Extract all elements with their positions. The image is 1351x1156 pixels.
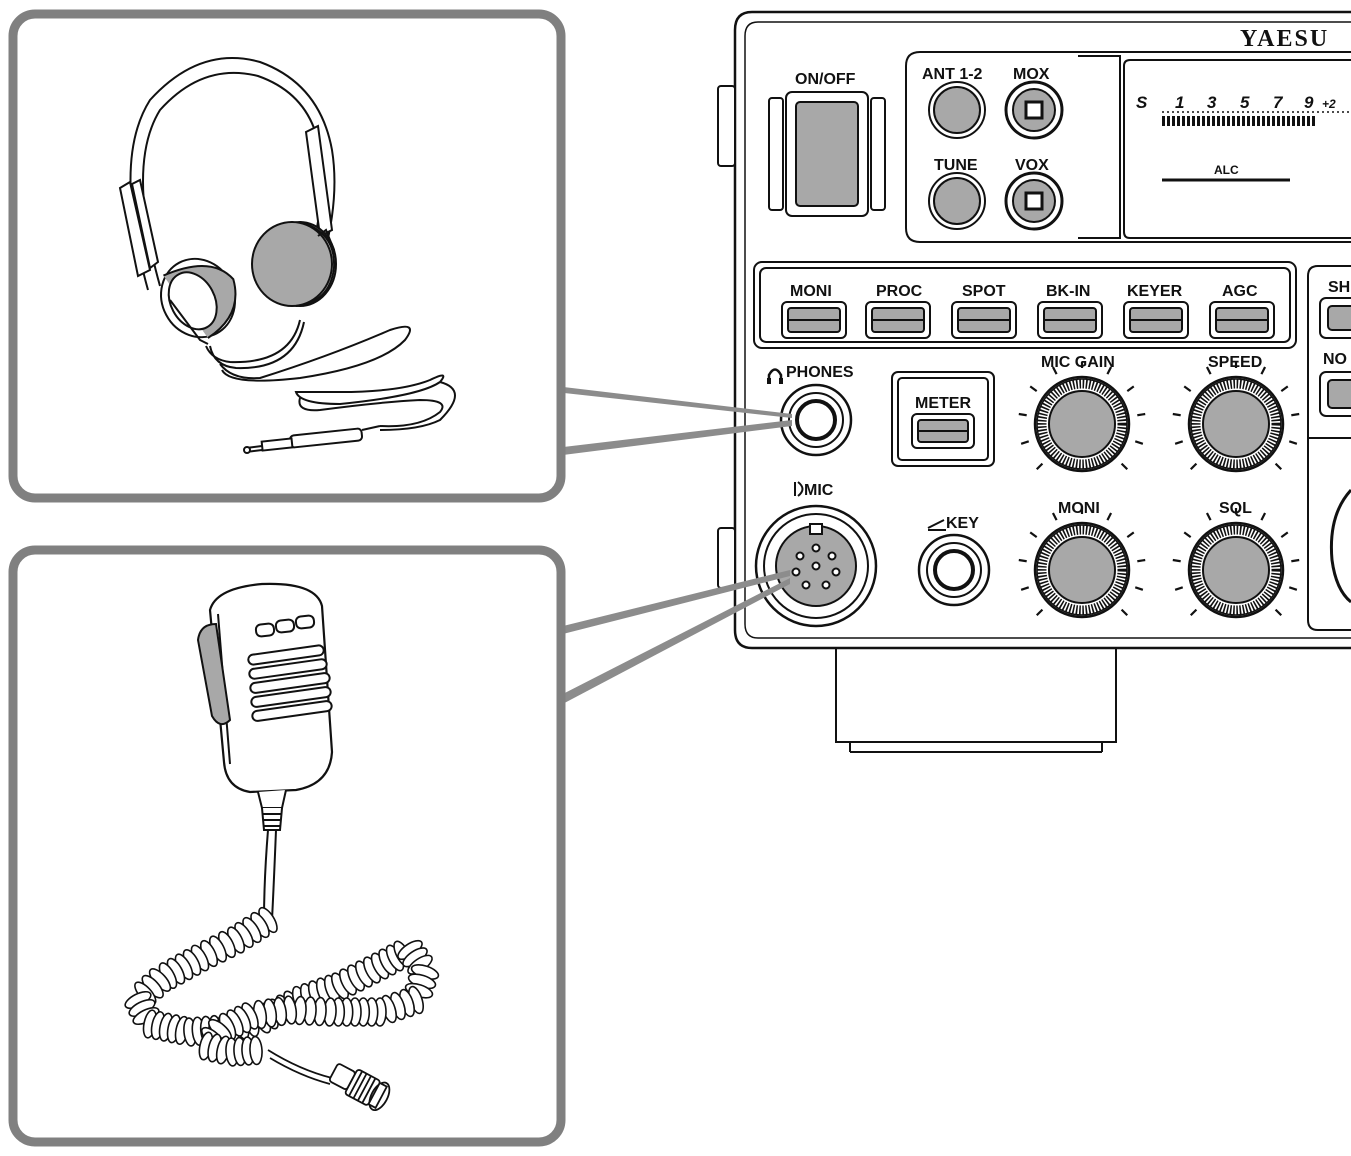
right-side-column	[1307, 265, 1351, 631]
mox-label: MOX	[1013, 66, 1050, 83]
power-label: ON/OFF	[795, 71, 856, 88]
knob-group	[1018, 362, 1300, 619]
agc-button[interactable]	[1209, 301, 1275, 339]
moni-knob-label: MONI	[1058, 500, 1100, 517]
tune-label: TUNE	[934, 157, 978, 174]
vox-button[interactable]	[1004, 171, 1064, 231]
leader-lines	[555, 386, 792, 708]
mox-button[interactable]	[1004, 80, 1064, 140]
mic-gain-knob[interactable]	[1018, 362, 1146, 473]
scale-1: 1	[1175, 93, 1184, 112]
meter-button-label: METER	[915, 395, 971, 412]
agc-label: AGC	[1222, 283, 1258, 300]
brand-logo: YAESU	[1240, 26, 1329, 52]
mic-gain-label: MIC GAIN	[1041, 354, 1115, 371]
tune-button[interactable]	[928, 172, 986, 230]
phones-leader-top	[555, 386, 792, 418]
meter-button[interactable]	[891, 371, 995, 467]
key-label: KEY	[946, 515, 979, 532]
radio-foot	[835, 647, 1117, 743]
keyer-button[interactable]	[1123, 301, 1189, 339]
spot-button[interactable]	[951, 301, 1017, 339]
proc-button[interactable]	[865, 301, 931, 339]
sh-label: SH	[1328, 279, 1350, 296]
s-meter-segments	[1162, 111, 1351, 126]
coiled-cord	[124, 906, 440, 1067]
mic-leader-top	[555, 570, 790, 636]
phones-label: PHONES	[786, 364, 854, 381]
no-button[interactable]	[1319, 371, 1351, 417]
bkin-button[interactable]	[1037, 301, 1103, 339]
ant-button[interactable]	[928, 81, 986, 139]
mic-label-group: MIC	[794, 481, 834, 499]
scale-plus: +2	[1322, 97, 1336, 111]
phones-label-group: PHONES	[767, 364, 854, 384]
scale-7: 7	[1273, 93, 1284, 112]
keyer-label: KEYER	[1127, 283, 1183, 300]
scale-3: 3	[1207, 93, 1217, 112]
bkin-label: BK-IN	[1046, 283, 1090, 300]
mic-plug-icon	[267, 1049, 391, 1111]
hand-microphone-icon	[196, 582, 334, 921]
alc-label: ALC	[1214, 163, 1239, 177]
s-meter-label: S	[1136, 93, 1148, 112]
mic-leader-bottom	[555, 578, 790, 708]
phones-jack[interactable]	[779, 383, 853, 457]
sql-knob[interactable]	[1172, 508, 1300, 619]
headphones-icon	[118, 57, 456, 454]
speed-label: SPEED	[1208, 354, 1262, 371]
scale-9: 9	[1304, 93, 1314, 112]
ant-label: ANT 1-2	[922, 66, 983, 83]
sql-knob-label: SQL	[1219, 500, 1252, 517]
spot-label: SPOT	[962, 283, 1006, 300]
sh-button[interactable]	[1319, 297, 1351, 339]
mic-label: MIC	[804, 482, 834, 499]
moni-button[interactable]	[781, 301, 847, 339]
mic-connector[interactable]	[754, 504, 878, 628]
phones-leader-bottom	[555, 420, 792, 456]
vox-label: VOX	[1015, 157, 1049, 174]
key-label-group: KEY	[927, 515, 979, 532]
proc-label: PROC	[876, 283, 923, 300]
radio-front-panel: YAESU ON/OFF ANT 1-2 MOX TUNE VOX	[717, 10, 1351, 753]
meter-display: S 1 3 5 7 9 +2 ALC	[1078, 55, 1351, 239]
no-label: NO	[1323, 351, 1347, 368]
main-dial-edge	[1329, 488, 1351, 604]
moni-knob[interactable]	[1018, 508, 1146, 619]
power-switch[interactable]	[768, 91, 886, 217]
speed-knob[interactable]	[1172, 362, 1300, 473]
scale-5: 5	[1240, 93, 1250, 112]
moni-label: MONI	[790, 283, 832, 300]
key-jack[interactable]	[917, 533, 991, 607]
